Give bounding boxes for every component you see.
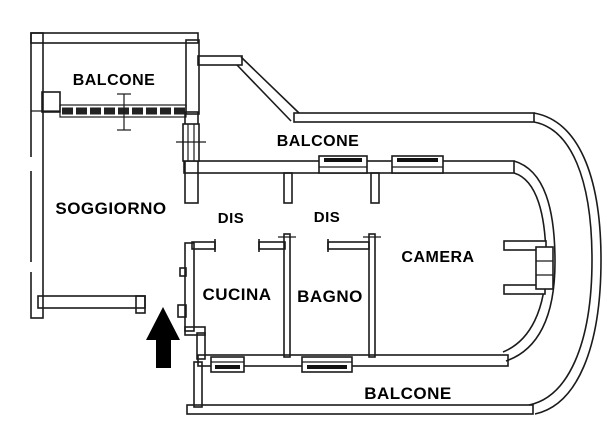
dis-partition-stubs	[283, 172, 380, 204]
entrance-arrow-icon	[146, 307, 180, 368]
label-balcone-top-left: BALCONE	[73, 72, 156, 89]
label-dis-2: DIS	[314, 209, 341, 226]
bagno-camera-wall	[363, 233, 381, 358]
label-balcone-top: BALCONE	[277, 133, 360, 150]
soggiorno-balcony-window-band	[31, 93, 187, 131]
label-bagno: BAGNO	[297, 287, 363, 306]
window-camera-top-icon	[391, 155, 444, 174]
balcony-bottom-walls	[186, 361, 534, 415]
balcony-top-outline	[197, 55, 602, 415]
window-dis2-icon	[318, 155, 368, 174]
south-wall	[197, 354, 509, 367]
label-cucina: CUCINA	[202, 285, 271, 304]
camera-east-window-icon	[503, 240, 554, 295]
label-dis-1: DIS	[218, 210, 245, 227]
wall-breaks	[29, 157, 33, 272]
window-cucina-south-icon	[210, 356, 245, 373]
label-balcone-bottom: BALCONE	[364, 384, 452, 403]
window-bagno-south-icon	[301, 356, 353, 373]
label-camera: CAMERA	[401, 249, 474, 266]
cucina-bagno-wall	[278, 233, 296, 358]
balcony-top-left-walls	[30, 32, 200, 319]
soggiorno-south-wall	[37, 295, 146, 314]
cucina-walls	[177, 239, 286, 360]
label-soggiorno: SOGGIORNO	[55, 199, 166, 218]
bagno-walls	[327, 239, 370, 252]
soggiorno-east-window-icon	[176, 123, 206, 162]
